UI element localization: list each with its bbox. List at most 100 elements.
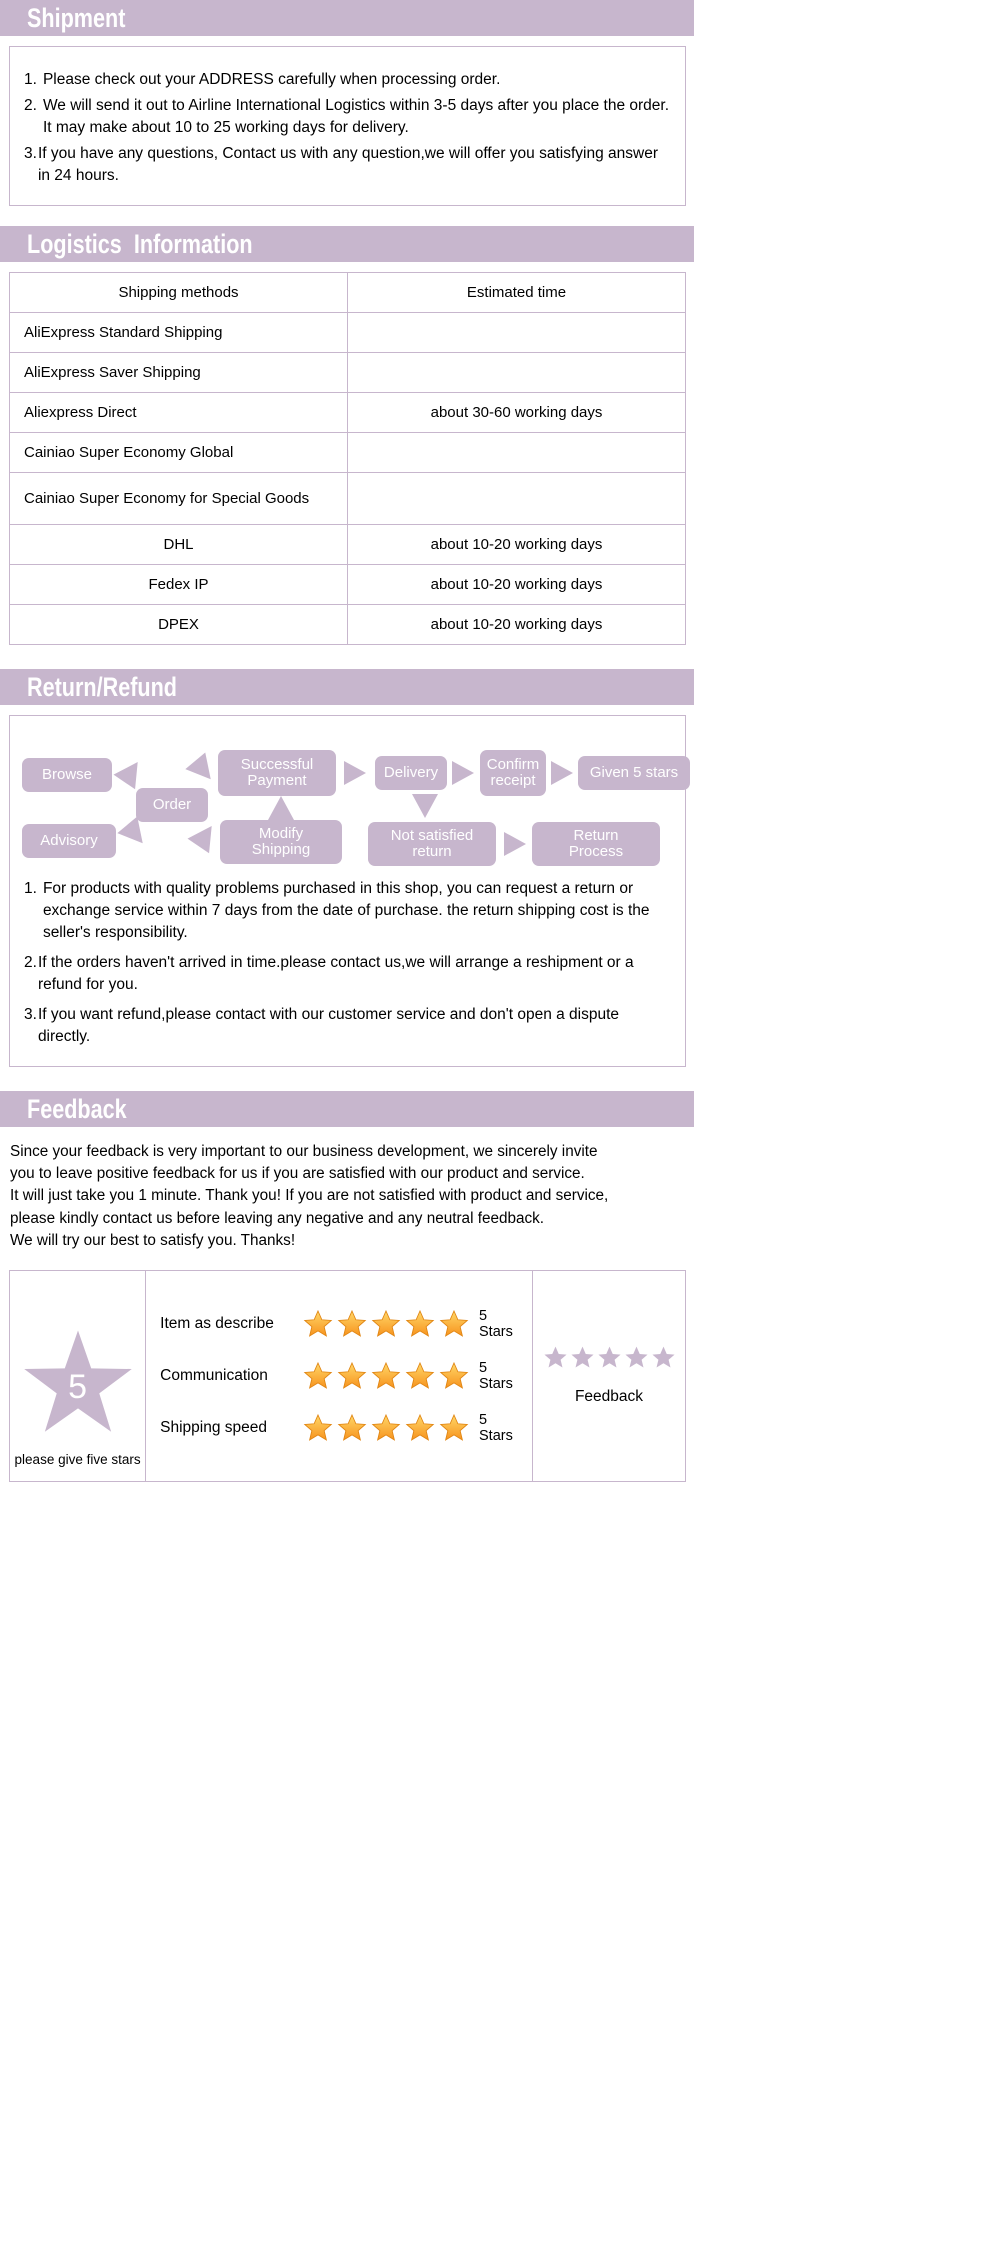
star-icon: [337, 1413, 367, 1441]
star-icon: [651, 1347, 675, 1368]
shipment-banner: Shipment: [0, 0, 694, 36]
list-item-text: If you have any questions, Contact us wi…: [37, 145, 658, 184]
arrow-notsatisfied-to-return-icon: [504, 832, 526, 856]
cell-method: Fedex IP: [9, 564, 348, 605]
table-row: AliExpress Standard Shipping: [9, 312, 686, 353]
rating-value: 5 Stars: [479, 1411, 513, 1444]
list-item-number: 3.: [24, 1006, 37, 1023]
cell-time: about 10-20 working days: [347, 564, 686, 605]
list-item-text: If you want refund,please contact with o…: [37, 1006, 620, 1045]
feedback-line: you to leave positive feedback for us if…: [10, 1165, 585, 1183]
feedback-paragraph: Since your feedback is very important to…: [0, 1137, 694, 1264]
flow-node-delivery: Delivery: [375, 756, 447, 790]
rating-rows: Item as describe 5 Stars Communication: [146, 1270, 533, 1481]
list-item: 3. If you have any questions, Contact us…: [24, 143, 673, 187]
cell-method: DPEX: [9, 604, 348, 645]
star-icon: [624, 1347, 648, 1368]
flow-node-successful-payment: Successful Payment: [218, 750, 336, 796]
rating-value: 5 Stars: [479, 1307, 513, 1340]
table-row: DHL about 10-20 working days: [9, 524, 686, 565]
return-refund-box: Browse Successful Payment Delivery Confi…: [9, 715, 690, 1067]
feedback-summary-label: Feedback: [574, 1388, 644, 1406]
star-rating-communication[interactable]: [303, 1361, 469, 1391]
flow-node-browse: Browse: [22, 758, 112, 792]
star-rating-item-as-describe[interactable]: [303, 1309, 469, 1339]
shipment-box: 1. Please check out your ADDRESS careful…: [9, 46, 686, 206]
feedback-banner: Feedback: [0, 1091, 694, 1127]
shipment-list: 1. Please check out your ADDRESS careful…: [10, 47, 685, 205]
table-row: Cainiao Super Economy for Special Goods: [9, 472, 686, 525]
table-row: Aliexpress Direct about 30-60 working da…: [9, 392, 686, 433]
star-icon: [303, 1361, 333, 1389]
table-row: DPEX about 10-20 working days: [9, 604, 686, 645]
table-row: AliExpress Saver Shipping: [9, 352, 686, 393]
feedback-line: Since your feedback is very important to…: [10, 1143, 598, 1160]
cell-method: Cainiao Super Economy for Special Goods: [9, 472, 348, 525]
big-star-icon: 5: [22, 1328, 134, 1436]
star-icon: [371, 1361, 401, 1389]
star-icon: [303, 1413, 333, 1441]
give-five-stars-panel: 5 please give five stars: [10, 1270, 147, 1481]
rating-label: Communication: [160, 1366, 268, 1384]
arrow-modify-up-to-payment-icon: [268, 796, 294, 820]
star-icon: [337, 1309, 367, 1337]
cell-time: [347, 352, 686, 393]
list-item-text: We will send it out to Airline Internati…: [42, 97, 670, 136]
rating-row-item-as-describe: Item as describe 5 Stars: [160, 1308, 522, 1340]
column-header-shipping-methods: Shipping methods: [9, 272, 348, 313]
list-item-number: 1.: [24, 880, 37, 897]
flow-node-modify-shipping: Modify Shipping: [220, 820, 342, 864]
rating-panel: 5 please give five stars Item as describ…: [9, 1269, 686, 1482]
arrow-payment-to-delivery-icon: [344, 761, 366, 785]
rating-row-shipping-speed: Shipping speed 5 Stars: [160, 1412, 522, 1444]
arrow-order-to-payment-icon: [185, 752, 221, 788]
star-icon: [597, 1347, 621, 1368]
star-icon: [439, 1309, 469, 1337]
list-item-text: Please check out your ADDRESS carefully …: [42, 71, 501, 88]
cell-method: Aliexpress Direct: [9, 392, 348, 433]
flow-node-given-5-stars: Given 5 stars: [578, 756, 690, 790]
cell-time: [347, 472, 686, 525]
list-item-number: 1.: [24, 71, 37, 88]
star-icon: [439, 1361, 469, 1389]
star-icon: [337, 1361, 367, 1389]
arrow-modify-to-order-icon: [187, 818, 223, 854]
star-icon: [371, 1309, 401, 1337]
list-item-number: 3.: [24, 145, 37, 162]
list-item: 2. If the orders haven't arrived in time…: [24, 952, 673, 996]
table-row: Fedex IP about 10-20 working days: [9, 564, 686, 605]
star-icon: [405, 1413, 435, 1441]
logistics-table-wrap: Shipping methods Estimated time AliExpre…: [9, 272, 686, 645]
list-item: 3. If you want refund,please contact wit…: [24, 1004, 673, 1048]
return-flow-diagram: Browse Successful Payment Delivery Confi…: [10, 730, 690, 866]
flow-node-advisory: Advisory: [22, 824, 116, 858]
flow-node-return-process: Return Process: [532, 822, 660, 866]
logistics-table: Shipping methods Estimated time AliExpre…: [9, 272, 686, 645]
logistics-title: Logistics Information: [27, 228, 253, 259]
feedback-line: We will try our best to satisfy you. Tha…: [10, 1231, 296, 1249]
feedback-summary-panel: Feedback: [533, 1271, 685, 1481]
feedback-line: It will just take you 1 minute. Thank yo…: [10, 1187, 609, 1205]
store-policy-page: Shipment 1. Please check out your ADDRES…: [0, 0, 694, 1482]
list-item-text: For products with quality problems purch…: [42, 880, 650, 941]
star-icon: [570, 1347, 594, 1368]
shipment-title: Shipment: [27, 2, 126, 33]
list-item: 1. For products with quality problems pu…: [24, 878, 673, 944]
arrow-delivery-down-icon: [412, 794, 438, 818]
star-icon: [405, 1309, 435, 1337]
cell-method: AliExpress Standard Shipping: [9, 312, 348, 353]
flow-node-order: Order: [136, 788, 208, 822]
flow-node-confirm-receipt: Confirm receipt: [480, 750, 546, 796]
list-item-number: 2.: [24, 954, 37, 971]
star-rating-shipping-speed[interactable]: [303, 1413, 469, 1443]
return-refund-banner: Return/Refund: [0, 669, 694, 705]
cell-method: Cainiao Super Economy Global: [9, 432, 348, 473]
cell-time: about 10-20 working days: [347, 524, 686, 565]
cell-method: AliExpress Saver Shipping: [9, 352, 348, 393]
list-item-number: 2.: [24, 97, 37, 114]
flow-node-not-satisfied-return: Not satisfied return: [368, 822, 496, 866]
cell-time: [347, 312, 686, 353]
table-row: Cainiao Super Economy Global: [9, 432, 686, 473]
cell-time: [347, 432, 686, 473]
star-rating-feedback[interactable]: [543, 1345, 676, 1370]
